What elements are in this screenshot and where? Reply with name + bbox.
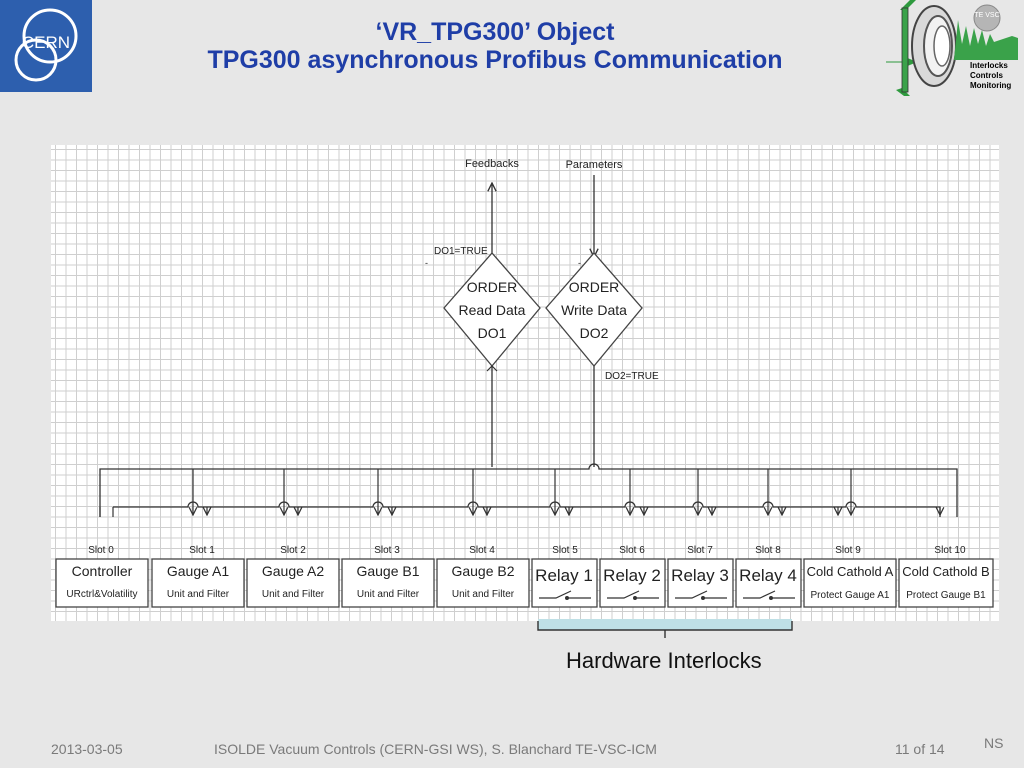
footer-initials: NS	[984, 735, 1004, 751]
slot-box-gauge-b1	[341, 558, 435, 608]
svg-text:Write Data: Write Data	[561, 302, 627, 318]
parameter-bus	[113, 501, 941, 517]
slot-box-relay-2	[599, 558, 666, 608]
svg-text:Protect Gauge A1: Protect Gauge A1	[811, 590, 890, 601]
slot-label: Slot 1	[189, 545, 215, 556]
svg-text:Relay 3: Relay 3	[671, 566, 729, 585]
slot-box-controller	[55, 558, 149, 608]
svg-text:Cold Cathold A: Cold Cathold A	[807, 564, 894, 579]
icm-logo: TE VSC Interlocks Controls Monitoring	[886, 0, 1024, 98]
slot-label: Slot 9	[835, 545, 861, 556]
svg-text:ORDER: ORDER	[467, 279, 518, 295]
slot-label: Slot 2	[280, 545, 306, 556]
svg-text:Gauge B1: Gauge B1	[356, 563, 419, 579]
svg-text:Unit and Filter: Unit and Filter	[167, 589, 230, 600]
svg-text:Gauge B2: Gauge B2	[451, 563, 514, 579]
svg-text:ORDER: ORDER	[569, 279, 620, 295]
svg-text:Controller: Controller	[72, 563, 133, 579]
relay-switch-icon	[607, 590, 659, 599]
svg-text:Protect Gauge B1: Protect Gauge B1	[906, 590, 986, 601]
slot-label: Slot 7	[687, 545, 713, 556]
slot-box-gauge-a2	[246, 558, 340, 608]
slot-drops	[99, 469, 940, 517]
slot-box-cold-cathode-a	[803, 558, 897, 608]
slot-box-relay-3	[667, 558, 734, 608]
svg-text:Controls: Controls	[970, 71, 1003, 80]
relay-switch-icon	[743, 590, 795, 599]
cern-logo: CERN	[0, 0, 92, 92]
svg-text:Monitoring: Monitoring	[970, 81, 1011, 90]
profibus-diagram: Feedbacks Parameters DO1=TRUE - - DO2=TR…	[51, 145, 999, 621]
title-line-2: TPG300 asynchronous Profibus Communicati…	[207, 46, 783, 74]
footer-page-number: 11 of 14	[895, 741, 945, 757]
slot-box-cold-cathode-b	[898, 558, 994, 608]
svg-text:Relay 4: Relay 4	[739, 566, 797, 585]
svg-text:Relay 2: Relay 2	[603, 566, 661, 585]
svg-text:Read Data: Read Data	[459, 302, 526, 318]
svg-text:Gauge A2: Gauge A2	[262, 563, 324, 579]
slot-label: Slot 0	[88, 545, 114, 556]
slot-label: Slot 5	[552, 545, 578, 556]
do1-label: DO1=TRUE	[434, 246, 488, 257]
te-vsc-badge: TE VSC	[974, 12, 999, 19]
slot-box-gauge-a1	[151, 558, 245, 608]
svg-text:-: -	[578, 258, 581, 268]
hardware-interlocks-brace	[537, 619, 793, 638]
svg-text:Unit and Filter: Unit and Filter	[452, 589, 515, 600]
slot-label: Slot 4	[469, 545, 495, 556]
relay-switch-icon	[539, 590, 591, 599]
slot-label: Slot 6	[619, 545, 645, 556]
svg-text:DO1: DO1	[478, 325, 507, 341]
cern-logo-text: CERN	[22, 33, 70, 52]
slot-box-gauge-b2	[436, 558, 530, 608]
title-line-1: ‘VR_TPG300’ Object	[375, 18, 615, 46]
do2-label: DO2=TRUE	[605, 371, 659, 382]
hardware-interlocks-label: Hardware Interlocks	[566, 648, 762, 673]
slot-label: Slot 3	[374, 545, 400, 556]
svg-text:Interlocks: Interlocks	[970, 61, 1008, 70]
slot-label: Slot 10	[934, 545, 966, 556]
svg-text:Gauge A1: Gauge A1	[167, 563, 229, 579]
feedback-bus	[99, 463, 958, 517]
slide-title: ‘VR_TPG300’ Object TPG300 asynchronous P…	[100, 18, 890, 74]
parameters-label: Parameters	[566, 159, 623, 171]
slot-box-relay-1	[531, 558, 598, 608]
svg-text:Unit and Filter: Unit and Filter	[262, 589, 325, 600]
slot-label: Slot 8	[755, 545, 781, 556]
footer-date: 2013-03-05	[51, 741, 123, 757]
feedbacks-label: Feedbacks	[465, 158, 519, 170]
svg-text:Cold Cathold B: Cold Cathold B	[902, 564, 989, 579]
footer-center: ISOLDE Vacuum Controls (CERN-GSI WS), S.…	[214, 741, 657, 757]
svg-text:DO2: DO2	[580, 325, 609, 341]
svg-text:Relay 1: Relay 1	[535, 566, 593, 585]
svg-text:-: -	[425, 258, 428, 268]
svg-text:Unit and Filter: Unit and Filter	[357, 589, 420, 600]
svg-text:URctrl&Volatility: URctrl&Volatility	[66, 589, 137, 600]
slot-box-relay-4	[735, 558, 802, 608]
relay-switch-icon	[675, 590, 727, 599]
